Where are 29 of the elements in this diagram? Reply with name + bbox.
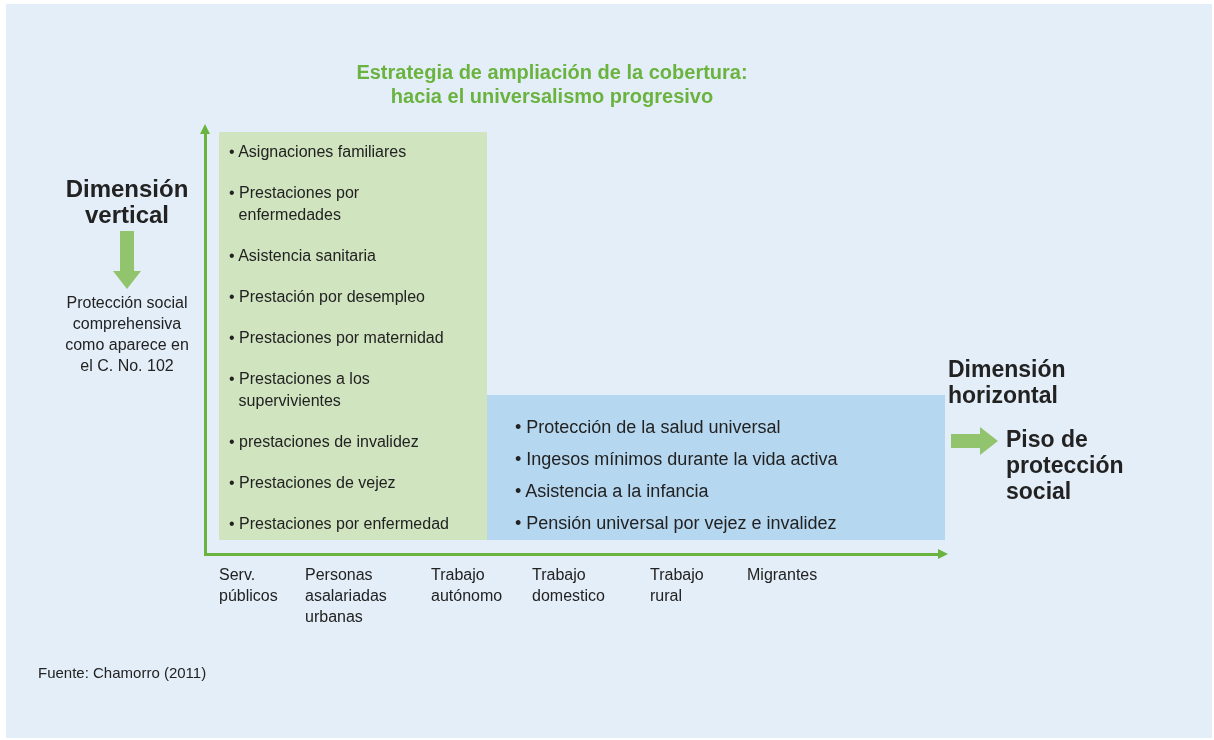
list-item: • Ingesos mínimos durante la vida activa xyxy=(515,448,839,471)
description-text: Protección social comprehensiva como aparece en el C. No. 102 xyxy=(57,292,197,376)
list-item: • Protección de la salud universal xyxy=(515,416,782,439)
list-item: • Prestaciones de vejez xyxy=(229,473,397,493)
list-item: • Asistencia a la infancia xyxy=(515,480,710,503)
list-item: • Prestaciones por enfermedad xyxy=(229,514,450,534)
dimension-heading: Dimensión vertical xyxy=(47,176,207,228)
axis-category: Trabajo autónomo xyxy=(431,565,504,606)
title: Estrategia de ampliación de la cobertura: hacia el universalismo progresivo xyxy=(355,60,749,108)
axis-category: Migrantes xyxy=(747,565,819,585)
list-item: • Asignaciones familiares xyxy=(229,142,408,162)
list-item: • prestaciones de invalidez xyxy=(229,432,420,452)
axis-category: Trabajo domestico xyxy=(532,565,606,606)
benefit-panel xyxy=(219,132,487,540)
outcome-heading: Piso de protección social xyxy=(1006,426,1146,504)
block-arrow xyxy=(113,231,141,289)
axis-category: Trabajo rural xyxy=(650,565,705,606)
list-item: • Prestaciones a los supervivientes xyxy=(229,369,371,411)
list-item: • Prestación por desempleo xyxy=(229,287,426,307)
block-arrow xyxy=(951,427,998,455)
list-item: • Prestaciones por enfermedades xyxy=(229,183,361,225)
list-item: • Prestaciones por maternidad xyxy=(229,328,445,348)
benefit-panel xyxy=(487,395,945,540)
axis-category: Personas asalariadas urbanas xyxy=(305,565,388,627)
axis-category: Serv. públicos xyxy=(219,565,279,606)
list-item: • Asistencia sanitaria xyxy=(229,246,377,266)
source-note: Fuente: Chamorro (2011) xyxy=(38,664,207,681)
dimension-heading: Dimensión horizontal xyxy=(948,356,1067,408)
list-item: • Pensión universal por vejez e invalidez xyxy=(515,512,838,535)
